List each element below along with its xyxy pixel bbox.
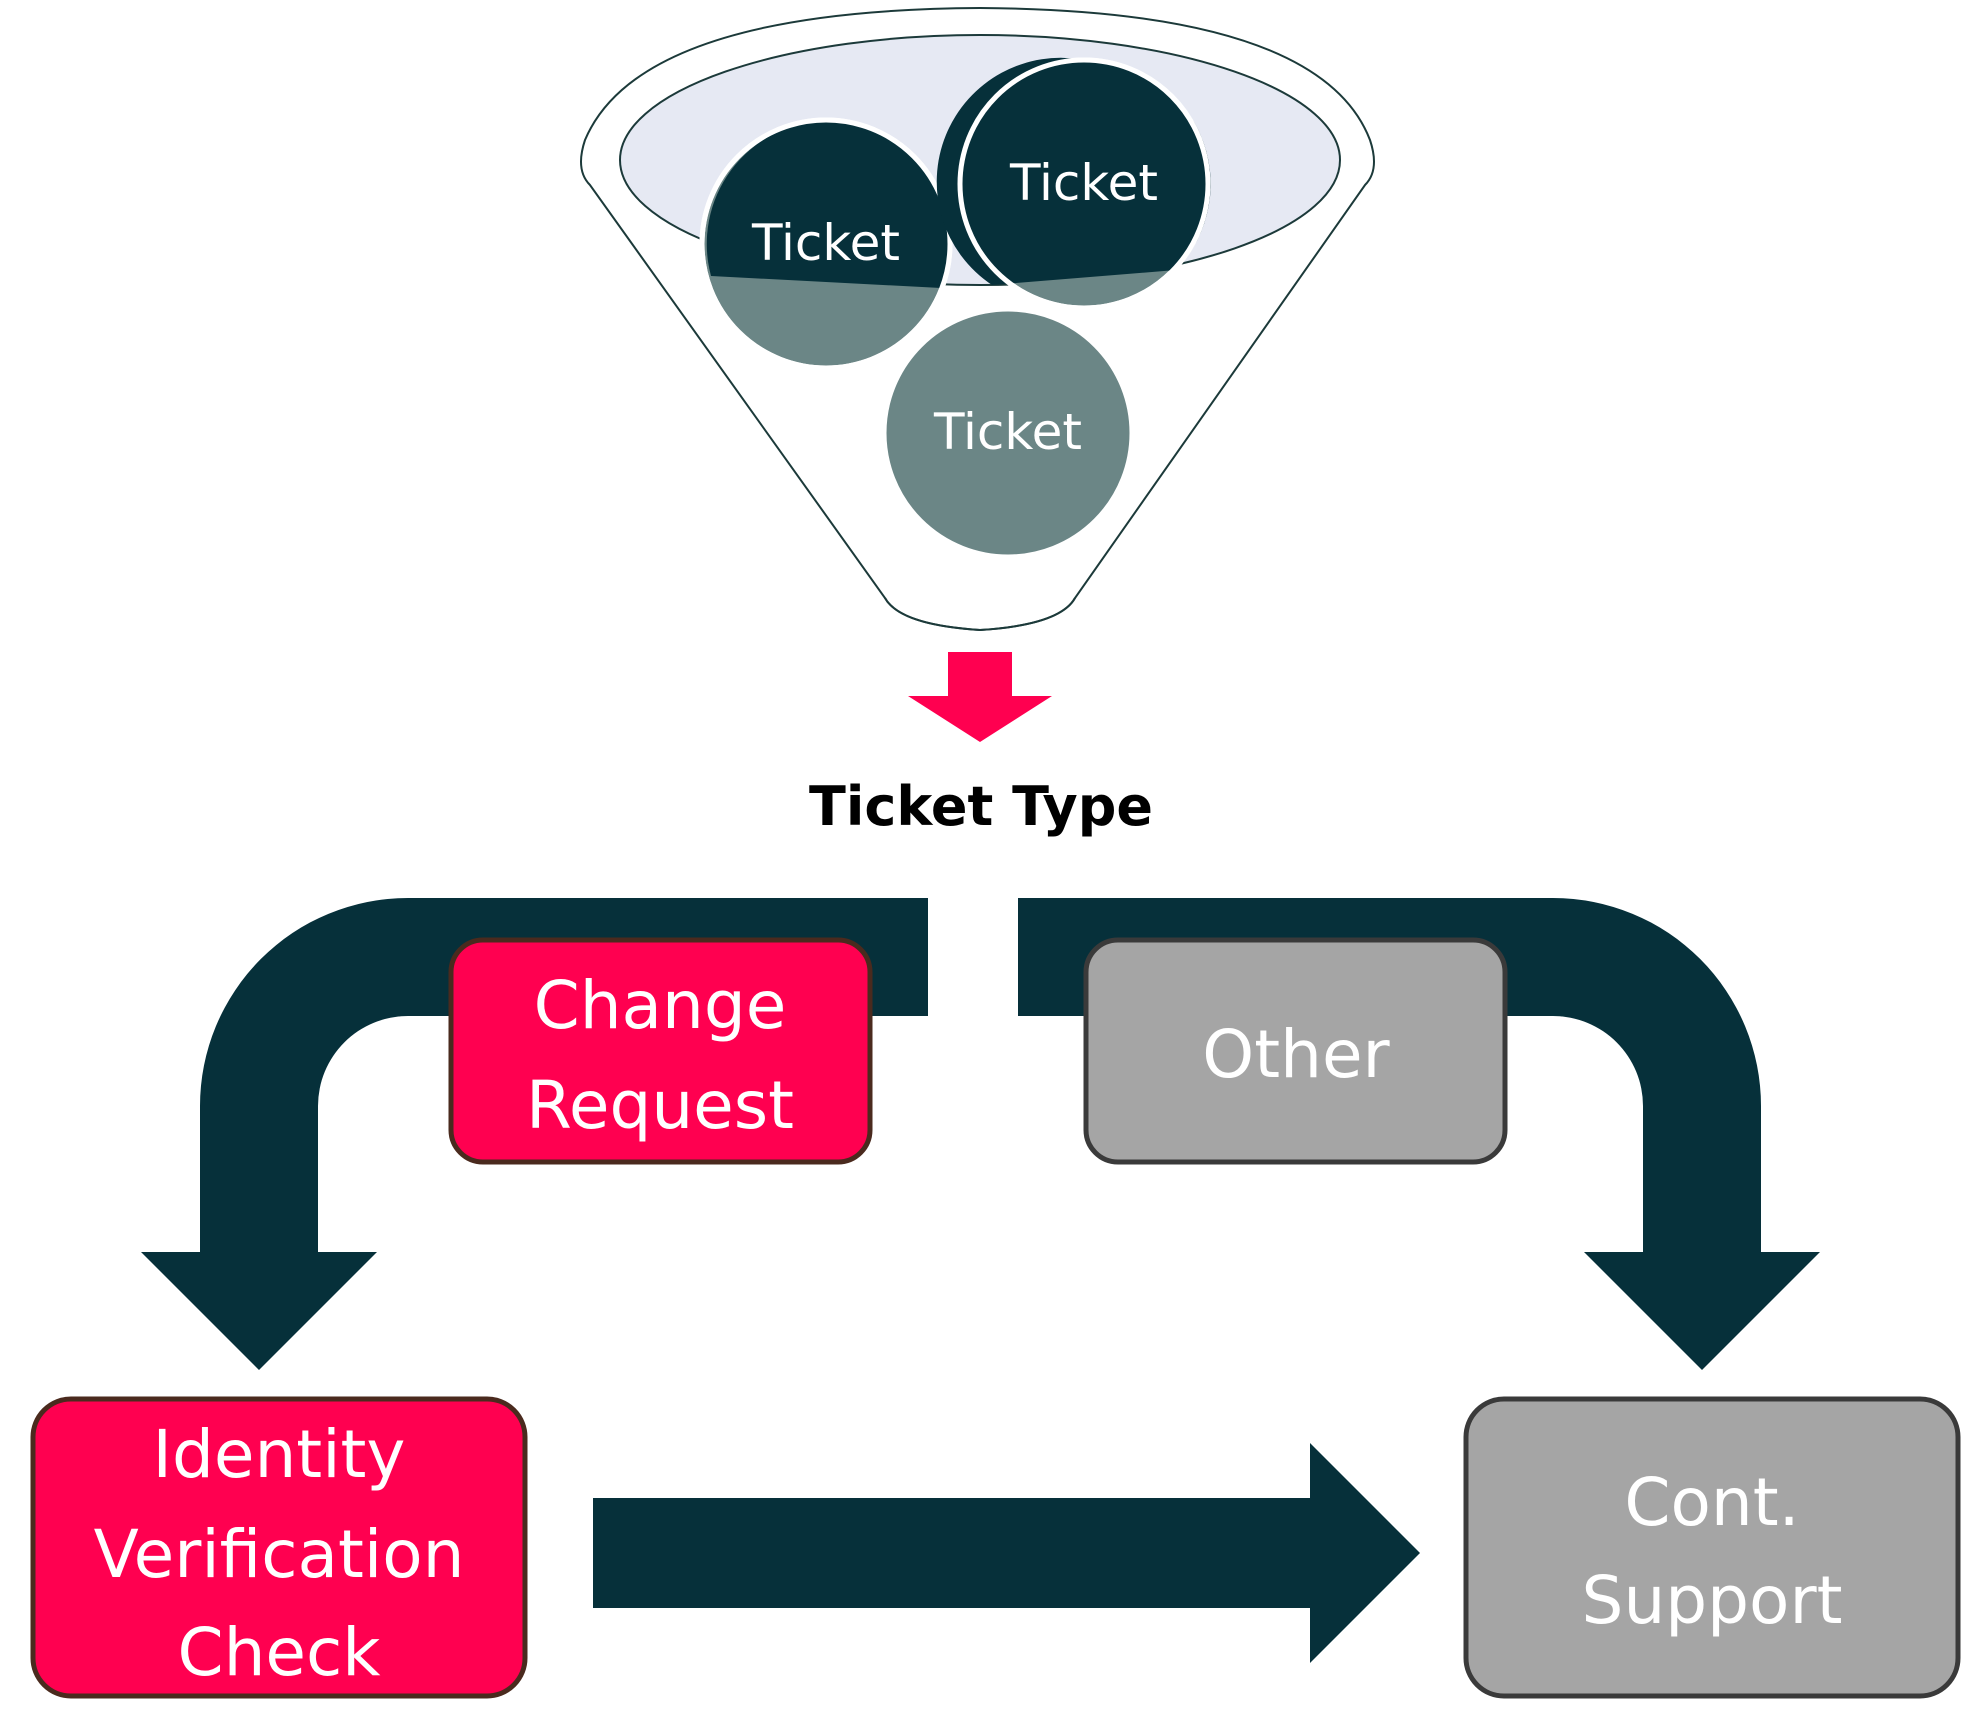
other-label: Other [1202,1016,1390,1093]
change-request-line1: Change [534,967,787,1044]
other-box: Other [1083,937,1508,1165]
funnel-spout [884,597,1076,632]
ticket-circle-right: Ticket [936,57,1211,311]
funnel-down-arrow [908,652,1052,742]
identity-line3: Check [177,1614,381,1691]
ticket-circle-left: Ticket [699,117,953,371]
cont-support-line1: Cont. [1624,1464,1799,1541]
ticket-label: Ticket [751,214,900,272]
ticket-circle-bottom: Ticket [881,306,1135,560]
decision-label: Ticket Type [809,775,1153,838]
change-request-line2: Request [526,1067,794,1144]
change-request-box: Change Request [448,937,873,1165]
identity-line2: Verification [94,1516,465,1593]
identity-check-box: Identity Verification Check [30,1396,528,1699]
cont-support-line2: Support [1582,1562,1843,1639]
escalation-arrow [593,1443,1420,1663]
ticket-label: Ticket [933,403,1082,461]
identity-line1: Identity [153,1416,406,1493]
ticket-label: Ticket [1009,154,1158,212]
cont-support-box: Cont. Support [1463,1396,1961,1699]
